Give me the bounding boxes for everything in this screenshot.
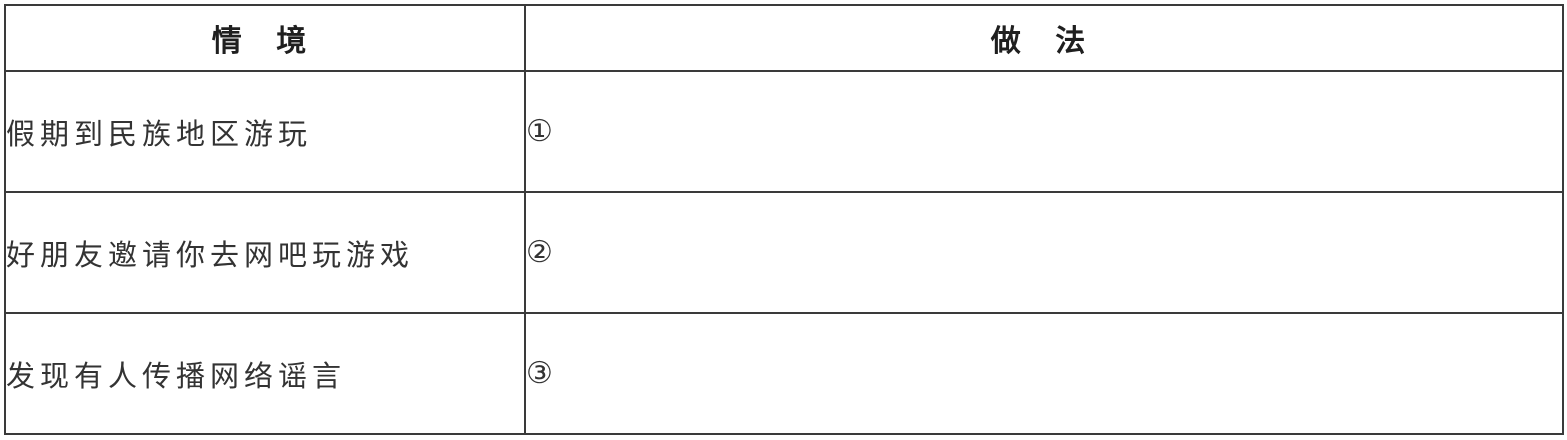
table-row: 好朋友邀请你去网吧玩游戏 ② (4, 191, 1564, 314)
situation-cell: 好朋友邀请你去网吧玩游戏 (4, 191, 526, 314)
scenario-table: 情 境 做 法 假期到民族地区游玩 ① 好朋友邀请你去网吧玩游戏 ② 发现有人传… (4, 4, 1564, 435)
action-header: 做 法 (524, 4, 1564, 72)
table-row: 发现有人传播网络谣言 ③ (4, 312, 1564, 435)
situation-header: 情 境 (4, 4, 526, 72)
header-row: 情 境 做 法 (4, 4, 1564, 72)
action-cell: ② (524, 191, 1564, 314)
situation-cell: 发现有人传播网络谣言 (4, 312, 526, 435)
table-row: 假期到民族地区游玩 ① (4, 70, 1564, 193)
situation-cell: 假期到民族地区游玩 (4, 70, 526, 193)
action-cell: ① (524, 70, 1564, 193)
action-cell: ③ (524, 312, 1564, 435)
